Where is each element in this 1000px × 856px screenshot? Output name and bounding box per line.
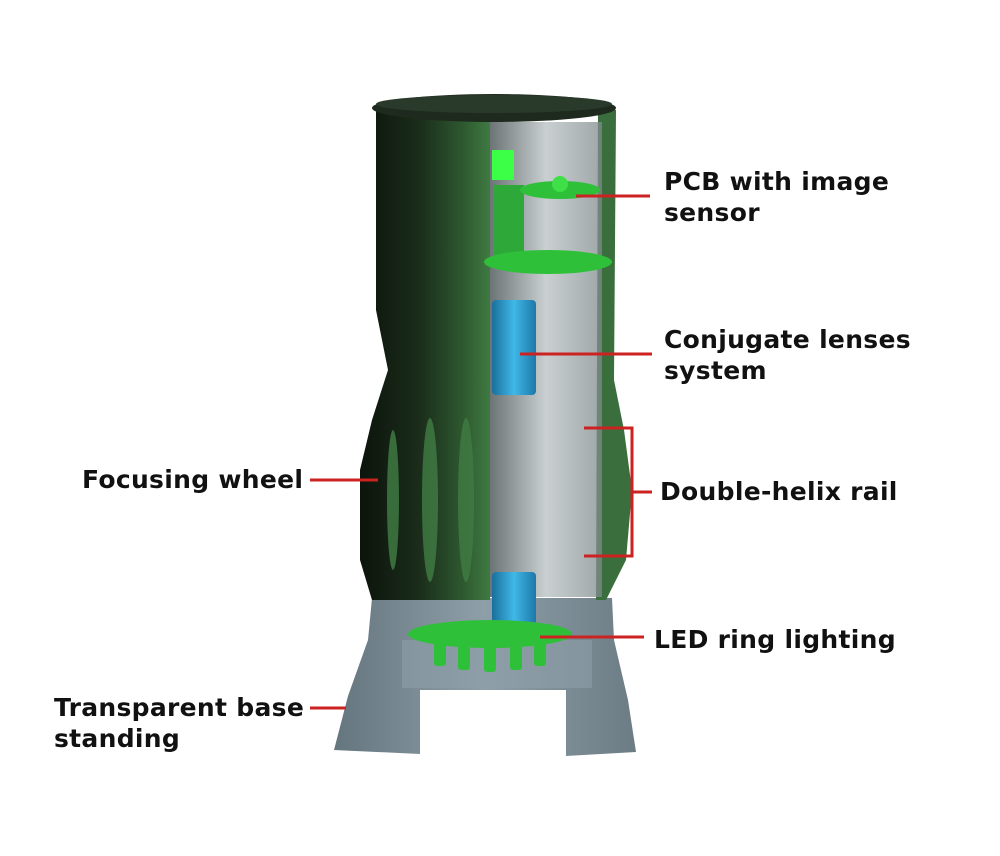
label-base-line1: Transparent base — [54, 693, 305, 722]
label-led: LED ring lighting — [654, 624, 896, 655]
lens-upper — [492, 300, 536, 395]
label-led-text: LED ring lighting — [654, 625, 896, 654]
label-focusing: Focusing wheel — [82, 464, 303, 495]
focusing-wheel-ridges — [387, 418, 474, 582]
leader-lines — [310, 194, 652, 710]
label-base: Transparent base standing — [54, 692, 304, 754]
leader-helix-bracket — [584, 426, 652, 558]
label-base-line2: standing — [54, 724, 181, 753]
label-pcb: PCB with image sensor — [664, 166, 889, 228]
label-pcb-line2: sensor — [664, 198, 760, 227]
label-lenses-line2: system — [664, 356, 767, 385]
label-lenses: Conjugate lenses system — [664, 324, 911, 386]
led-ring — [408, 620, 572, 672]
label-lenses-line1: Conjugate lenses — [664, 325, 911, 354]
label-focusing-text: Focusing wheel — [82, 465, 304, 494]
label-helix: Double-helix rail — [660, 476, 898, 507]
label-pcb-line1: PCB with image — [664, 167, 890, 196]
label-helix-text: Double-helix rail — [660, 477, 898, 506]
